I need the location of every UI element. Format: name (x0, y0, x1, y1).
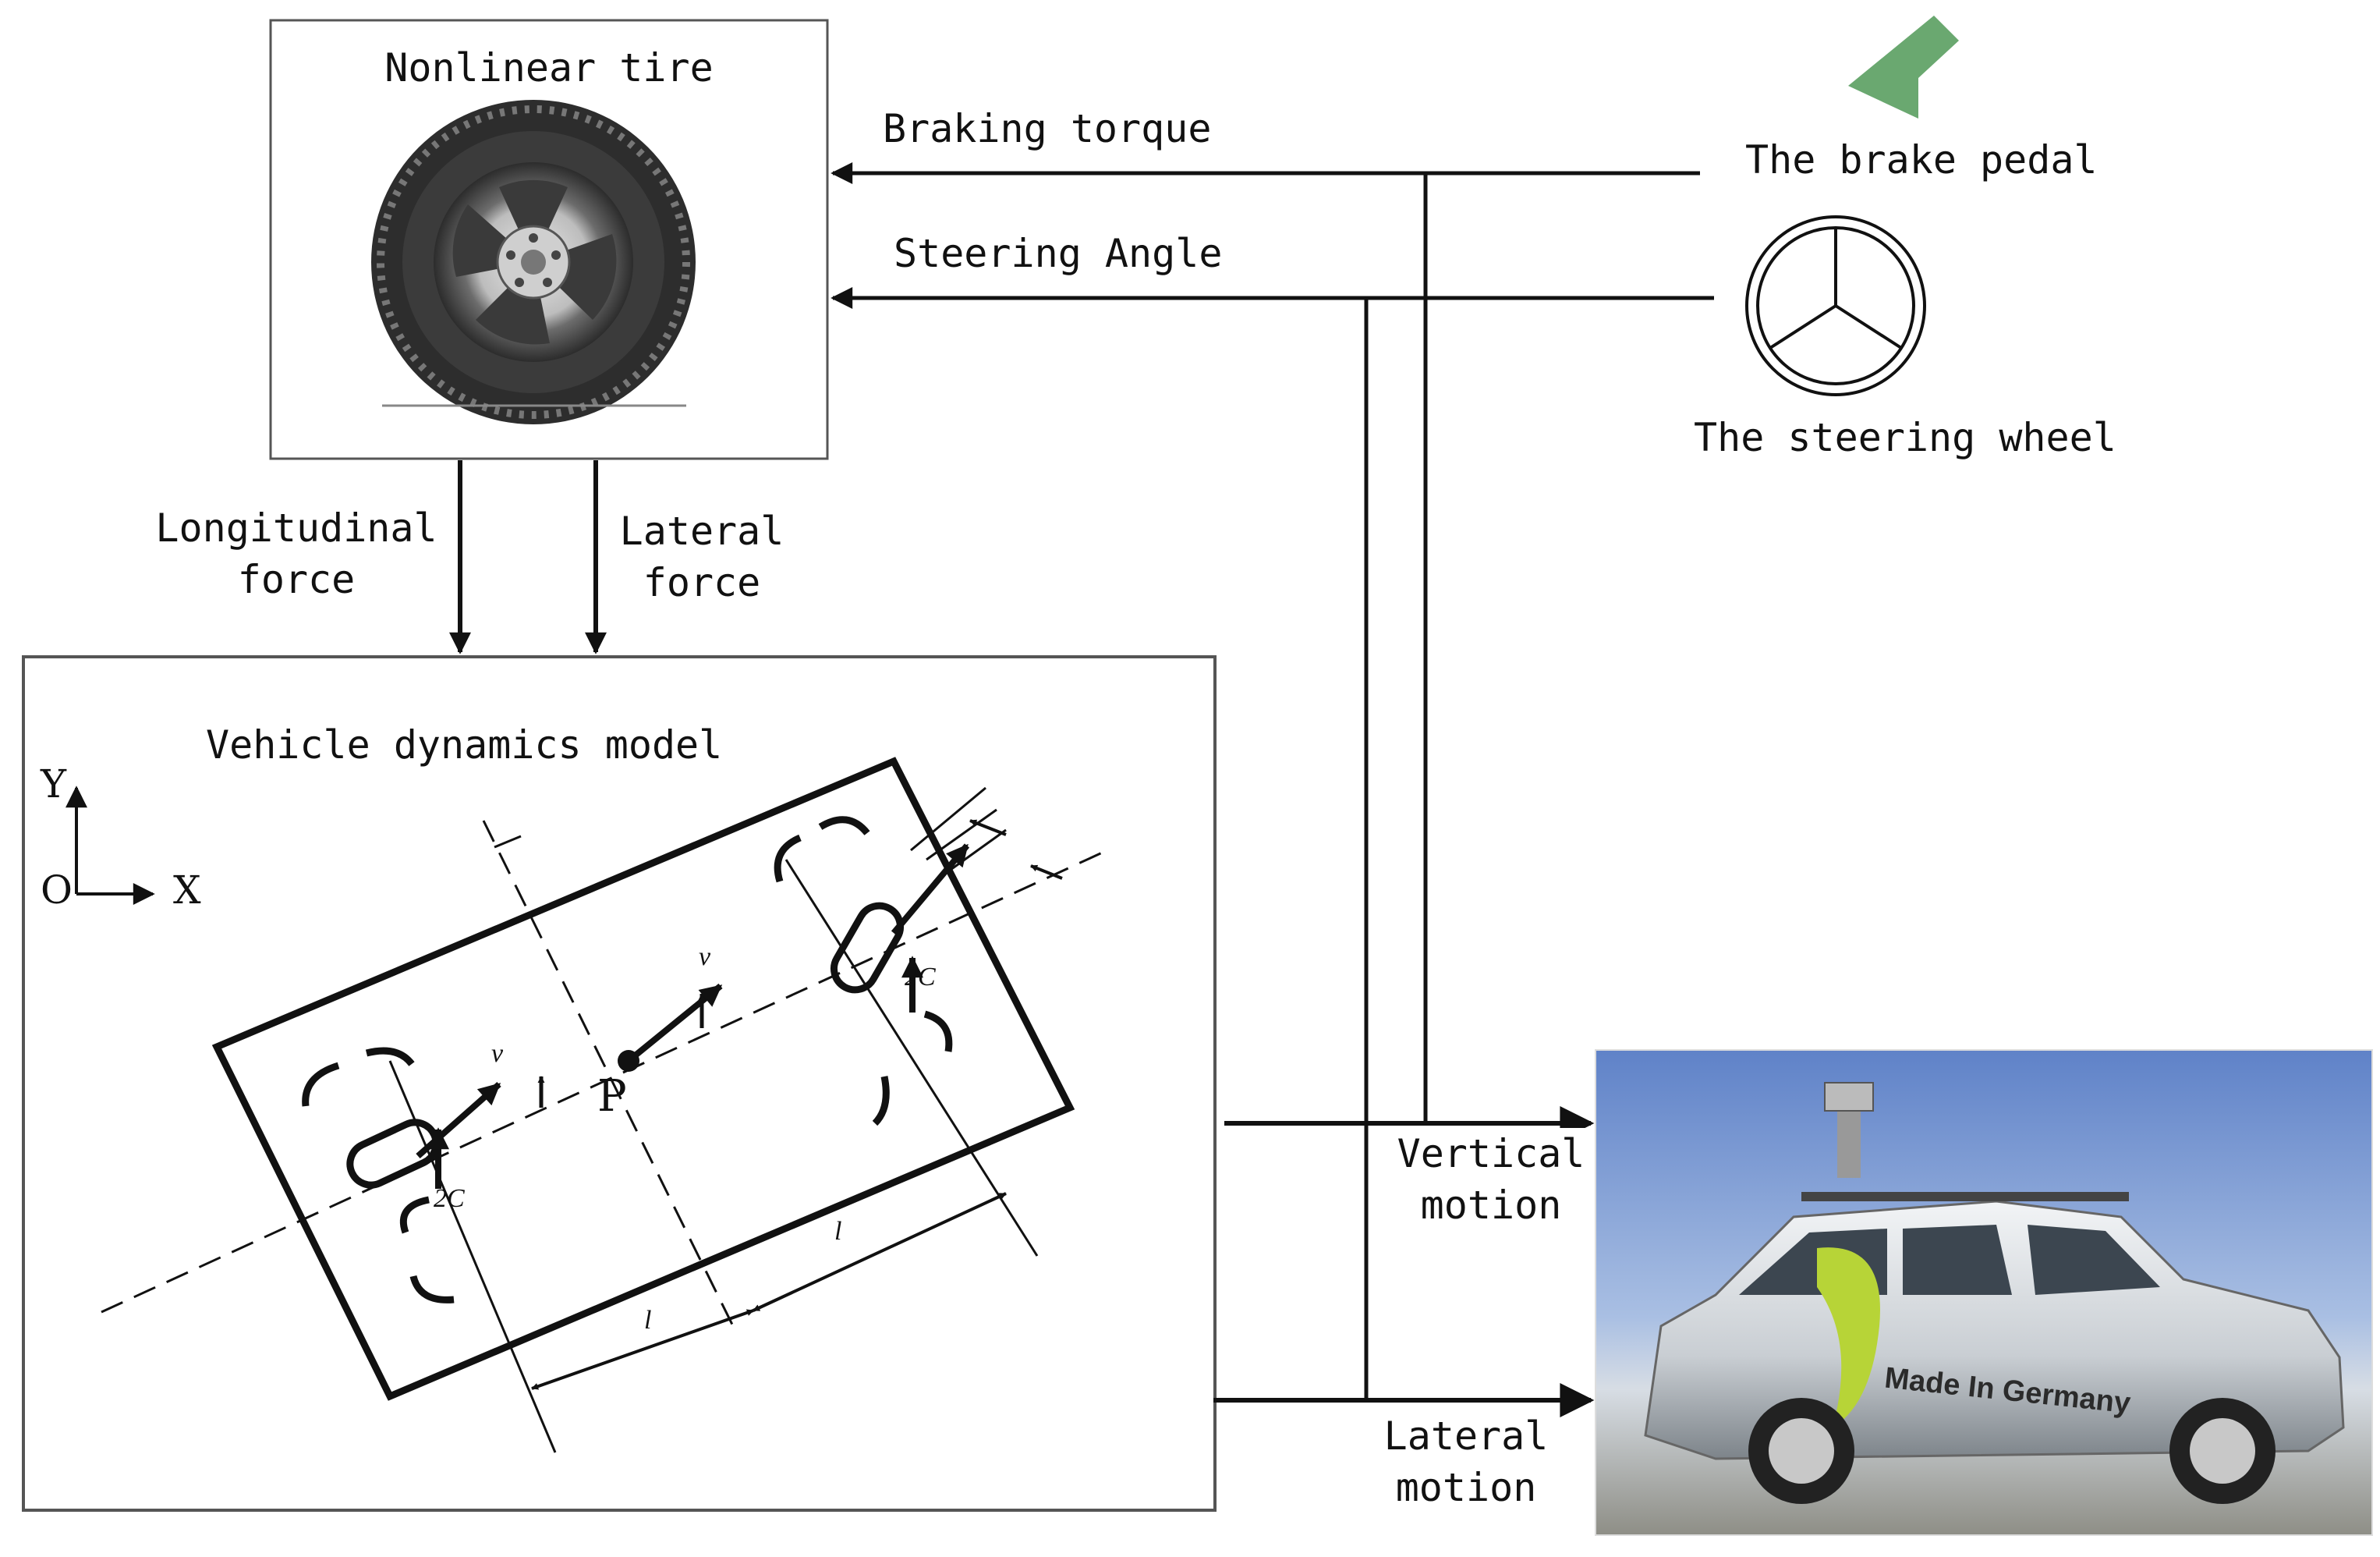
origin-label: O (41, 867, 73, 913)
steering-wheel-label: The steering wheel (1694, 415, 2116, 460)
lateral-motion-label: Lateral motion (1383, 1413, 1549, 1510)
test-car-photo (1595, 1049, 2373, 1536)
axis-y-label: Y (41, 761, 67, 807)
steering-angle-label: Steering Angle (894, 231, 1223, 276)
vehicle-model-title: Vehicle dynamics model (206, 722, 723, 768)
tire-icon (371, 100, 696, 424)
lateral-force-label: Lateral force (619, 509, 784, 605)
xy-axes (66, 786, 155, 905)
brake-pedal-icon (1848, 16, 1959, 119)
cg-point-p (618, 1050, 639, 1072)
front-velocity-label: v (699, 942, 711, 971)
front-length-label: l (834, 1217, 842, 1246)
rear-cg-label: 2C (434, 1184, 465, 1213)
tire-box-title: Nonlinear tire (384, 45, 714, 90)
axis-x-label: X (173, 867, 201, 913)
steering-wheel-icon (1745, 215, 1926, 396)
braking-torque-label: Braking torque (883, 106, 1212, 151)
front-cg-label: 2C (905, 963, 936, 991)
vertical-motion-label: Vertical motion (1390, 1128, 1592, 1231)
point-p-label: P (597, 1071, 627, 1122)
brake-pedal-label: The brake pedal (1745, 137, 2098, 183)
rear-velocity-label: v (491, 1039, 504, 1068)
rear-length-label: l (644, 1306, 652, 1335)
longitudinal-force-label: Longitudinal force (155, 505, 437, 602)
velocity-arrows (416, 819, 1063, 1189)
